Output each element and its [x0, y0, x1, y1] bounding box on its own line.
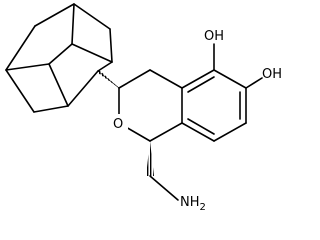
pyran-ring: [118, 69, 183, 142]
hydroxyl-label-2: OH: [262, 67, 282, 82]
aminomethyl-bond: [149, 175, 179, 201]
structure-drawing: O OH OH NH2: [5, 3, 282, 213]
stereo-hash-wedge-c3: [98, 69, 119, 88]
oh-bond-2: [245, 77, 263, 89]
molecule-diagram: O OH OH NH2: [5, 3, 282, 213]
stereo-hash-wedge-c1: [146, 141, 154, 176]
adamantane-cage: [5, 3, 113, 113]
amine-subscript: 2: [200, 202, 206, 213]
amine-label: NH2: [180, 195, 206, 213]
benzene-ring: [181, 69, 247, 142]
ring-oxygen-label: O: [113, 117, 123, 132]
hydroxyl-label-1: OH: [204, 29, 224, 44]
amine-nh: NH: [180, 195, 200, 210]
